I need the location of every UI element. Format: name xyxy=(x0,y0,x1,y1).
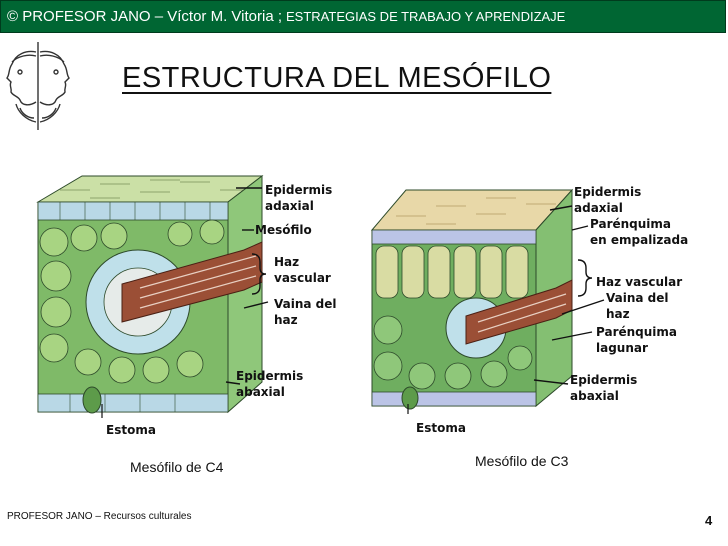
c4-label-haz: Haz xyxy=(274,255,299,269)
c3-label-vaina: Vaina del xyxy=(606,291,669,305)
c4-label-vaina: Vaina del xyxy=(274,297,337,311)
c4-label-epidermis-abaxial: Epidermis xyxy=(236,369,303,383)
c4-label-mesofilo: Mesófilo xyxy=(255,223,312,237)
page-number: 4 xyxy=(705,513,713,528)
c3-label-haz-vascular: Haz vascular xyxy=(596,275,682,289)
c4-label-vascular: vascular xyxy=(274,271,331,285)
header-bar: © PROFESOR JANO – Víctor M. Vitoria ; ES… xyxy=(0,0,726,33)
c3-label-epidermis-abaxial: Epidermis xyxy=(570,373,637,387)
c3-label-parenquima-empalizada: Parénquima xyxy=(590,217,671,231)
c3-mesophyll-diagram: Epidermis adaxial Parénquima en empaliza… xyxy=(370,185,688,435)
c3-label-epidermis-adaxial-2: adaxial xyxy=(574,201,623,215)
c4-label-haz-2: haz xyxy=(274,313,298,327)
c3-label-haz: haz xyxy=(606,307,630,321)
c4-label-epidermis-adaxial-2: adaxial xyxy=(265,199,314,213)
header-subtitle: ESTRATEGIAS DE TRABAJO Y APRENDIZAJE xyxy=(286,9,566,24)
c4-label-estoma: Estoma xyxy=(106,423,156,437)
c4-caption: Mesófilo de C4 xyxy=(130,459,224,475)
c3-label-lagunar: lagunar xyxy=(596,341,648,355)
c3-label-epidermis-abaxial-2: abaxial xyxy=(570,389,619,403)
footer-text: PROFESOR JANO – Recursos culturales xyxy=(7,511,192,522)
c4-label-epidermis-adaxial: Epidermis xyxy=(265,183,332,197)
c3-label-en-empalizada: en empalizada xyxy=(590,233,688,247)
header-copyright: © PROFESOR JANO – Víctor M. Vitoria ; xyxy=(7,8,283,25)
c4-mesophyll-diagram: Epidermis adaxial Mesófilo Haz vascular … xyxy=(36,174,337,437)
c3-label-parenquima-lagunar: Parénquima xyxy=(596,325,677,339)
c3-caption: Mesófilo de C3 xyxy=(475,453,569,469)
page-title: ESTRUCTURA DEL MESÓFILO xyxy=(122,62,552,94)
janus-head-icon xyxy=(6,42,70,130)
c4-label-epidermis-abaxial-2: abaxial xyxy=(236,385,285,399)
c3-label-estoma: Estoma xyxy=(416,421,466,435)
c3-label-epidermis-adaxial: Epidermis xyxy=(574,185,641,199)
